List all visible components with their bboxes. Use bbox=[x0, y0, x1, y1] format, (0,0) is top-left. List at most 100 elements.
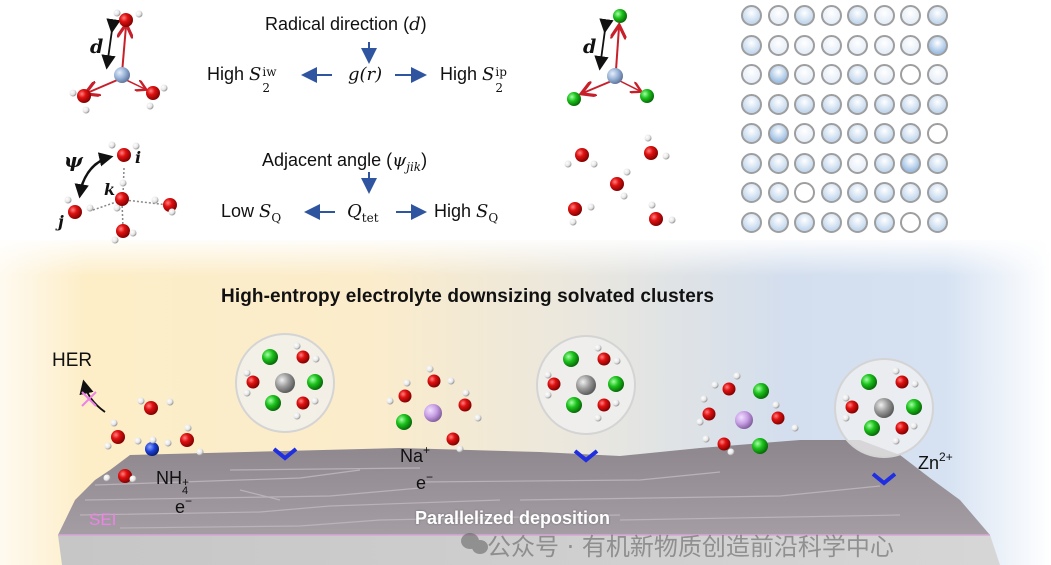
grid-cell bbox=[741, 123, 762, 144]
grid-cell bbox=[900, 5, 921, 26]
grid-cell bbox=[873, 64, 895, 85]
grid-cell bbox=[767, 93, 789, 115]
gr-label: g(r) bbox=[348, 64, 383, 85]
electrode-surface bbox=[58, 440, 1000, 565]
i-label: i bbox=[135, 148, 142, 167]
grid-cell bbox=[926, 34, 948, 56]
grid-cell bbox=[900, 34, 921, 56]
zinc-solvated-cluster bbox=[834, 358, 934, 458]
ammonium-label: NH+4 bbox=[156, 468, 190, 497]
grid-cell bbox=[741, 34, 762, 56]
grid-cell bbox=[794, 64, 815, 85]
grid-cell bbox=[847, 5, 868, 26]
grid-cell bbox=[873, 152, 895, 174]
deposition-label: Parallelized deposition bbox=[415, 508, 611, 528]
grid-cell bbox=[847, 93, 868, 115]
grid-cell bbox=[900, 64, 921, 85]
qtet-label: Qtet bbox=[347, 201, 379, 225]
her-label: HER bbox=[52, 350, 93, 371]
zinc-solvated-cluster bbox=[536, 335, 636, 435]
radical-direction-header: Radical direction (d) bbox=[265, 14, 427, 35]
grid-cell bbox=[926, 5, 948, 26]
sodium-cluster bbox=[386, 365, 482, 453]
grid-cell bbox=[820, 211, 842, 233]
grid-cell bbox=[926, 182, 948, 203]
grid-cell bbox=[794, 123, 815, 144]
grid-cell bbox=[847, 64, 868, 85]
grid-cell bbox=[847, 34, 868, 56]
grid-cell bbox=[873, 182, 895, 203]
watermark: 公众号 · 有机新物质创造前沿科学中心 bbox=[487, 533, 894, 561]
grid-cell bbox=[926, 64, 948, 85]
her-pathway bbox=[79, 379, 106, 413]
sodium-label: Na+ bbox=[400, 443, 431, 466]
grid-cell bbox=[900, 93, 921, 115]
grid-cell bbox=[794, 5, 815, 26]
distance-label-left: d bbox=[90, 36, 104, 58]
grid-cell bbox=[873, 5, 895, 26]
grid-cell bbox=[741, 182, 762, 203]
grid-cell bbox=[741, 211, 762, 233]
grid-cell bbox=[926, 211, 948, 233]
deposition-chevron-icon bbox=[573, 449, 599, 463]
grid-cell bbox=[741, 5, 762, 26]
entropy-bubble-grid bbox=[741, 5, 953, 241]
grid-cell bbox=[900, 152, 921, 174]
grid-cell bbox=[820, 64, 842, 85]
grid-cell bbox=[873, 123, 895, 144]
psi-label: ψ bbox=[64, 148, 83, 172]
hydrogen-bond-network bbox=[64, 141, 177, 244]
grid-cell bbox=[767, 123, 789, 144]
grid-cell bbox=[900, 211, 921, 233]
grid-cell bbox=[767, 34, 789, 56]
grid-cell bbox=[820, 5, 842, 26]
solvation-shell-water-diagram bbox=[69, 9, 168, 114]
grid-cell bbox=[767, 64, 789, 85]
grid-cell bbox=[847, 211, 868, 233]
flow-arrows bbox=[301, 42, 427, 220]
grid-cell bbox=[794, 152, 815, 174]
grid-cell bbox=[794, 93, 815, 115]
grid-cell bbox=[820, 34, 842, 56]
grid-cell bbox=[741, 152, 762, 174]
bottom-title: High-entropy electrolyte downsizing solv… bbox=[221, 286, 715, 307]
dispersed-water bbox=[564, 134, 676, 226]
electron-label-1: e− bbox=[175, 494, 193, 517]
grid-cell bbox=[741, 64, 762, 85]
grid-cell bbox=[820, 182, 842, 203]
grid-cell bbox=[900, 123, 921, 144]
grid-cell bbox=[820, 152, 842, 174]
grid-cell bbox=[794, 211, 815, 233]
grid-cell bbox=[741, 93, 762, 115]
grid-cell bbox=[767, 5, 789, 26]
ammonium-cluster bbox=[103, 397, 204, 483]
high-sq-label: High SQ bbox=[434, 201, 499, 225]
mixed-cluster-right bbox=[696, 372, 799, 456]
k-label: k bbox=[104, 180, 116, 199]
grid-cell bbox=[794, 34, 815, 56]
grid-cell bbox=[767, 211, 789, 233]
grid-cell bbox=[926, 152, 948, 174]
sei-label: SEI bbox=[89, 510, 117, 529]
low-sq-label: Low SQ bbox=[221, 201, 282, 225]
zinc-label: Zn2+ bbox=[918, 450, 953, 473]
zinc-solvated-cluster bbox=[235, 333, 335, 433]
grid-cell bbox=[900, 182, 921, 203]
grid-cell bbox=[820, 93, 842, 115]
deposition-chevron-icon bbox=[871, 472, 897, 486]
grid-cell bbox=[847, 182, 868, 203]
grid-cell bbox=[926, 93, 948, 115]
j-label: j bbox=[58, 212, 64, 231]
grid-cell bbox=[847, 123, 868, 144]
distance-label-right: d bbox=[583, 36, 597, 58]
grid-cell bbox=[820, 123, 842, 144]
grid-cell bbox=[767, 182, 789, 203]
grid-cell bbox=[847, 152, 868, 174]
solvation-shell-anion-diagram bbox=[567, 9, 654, 106]
grid-cell bbox=[926, 123, 948, 144]
grid-cell bbox=[767, 152, 789, 174]
